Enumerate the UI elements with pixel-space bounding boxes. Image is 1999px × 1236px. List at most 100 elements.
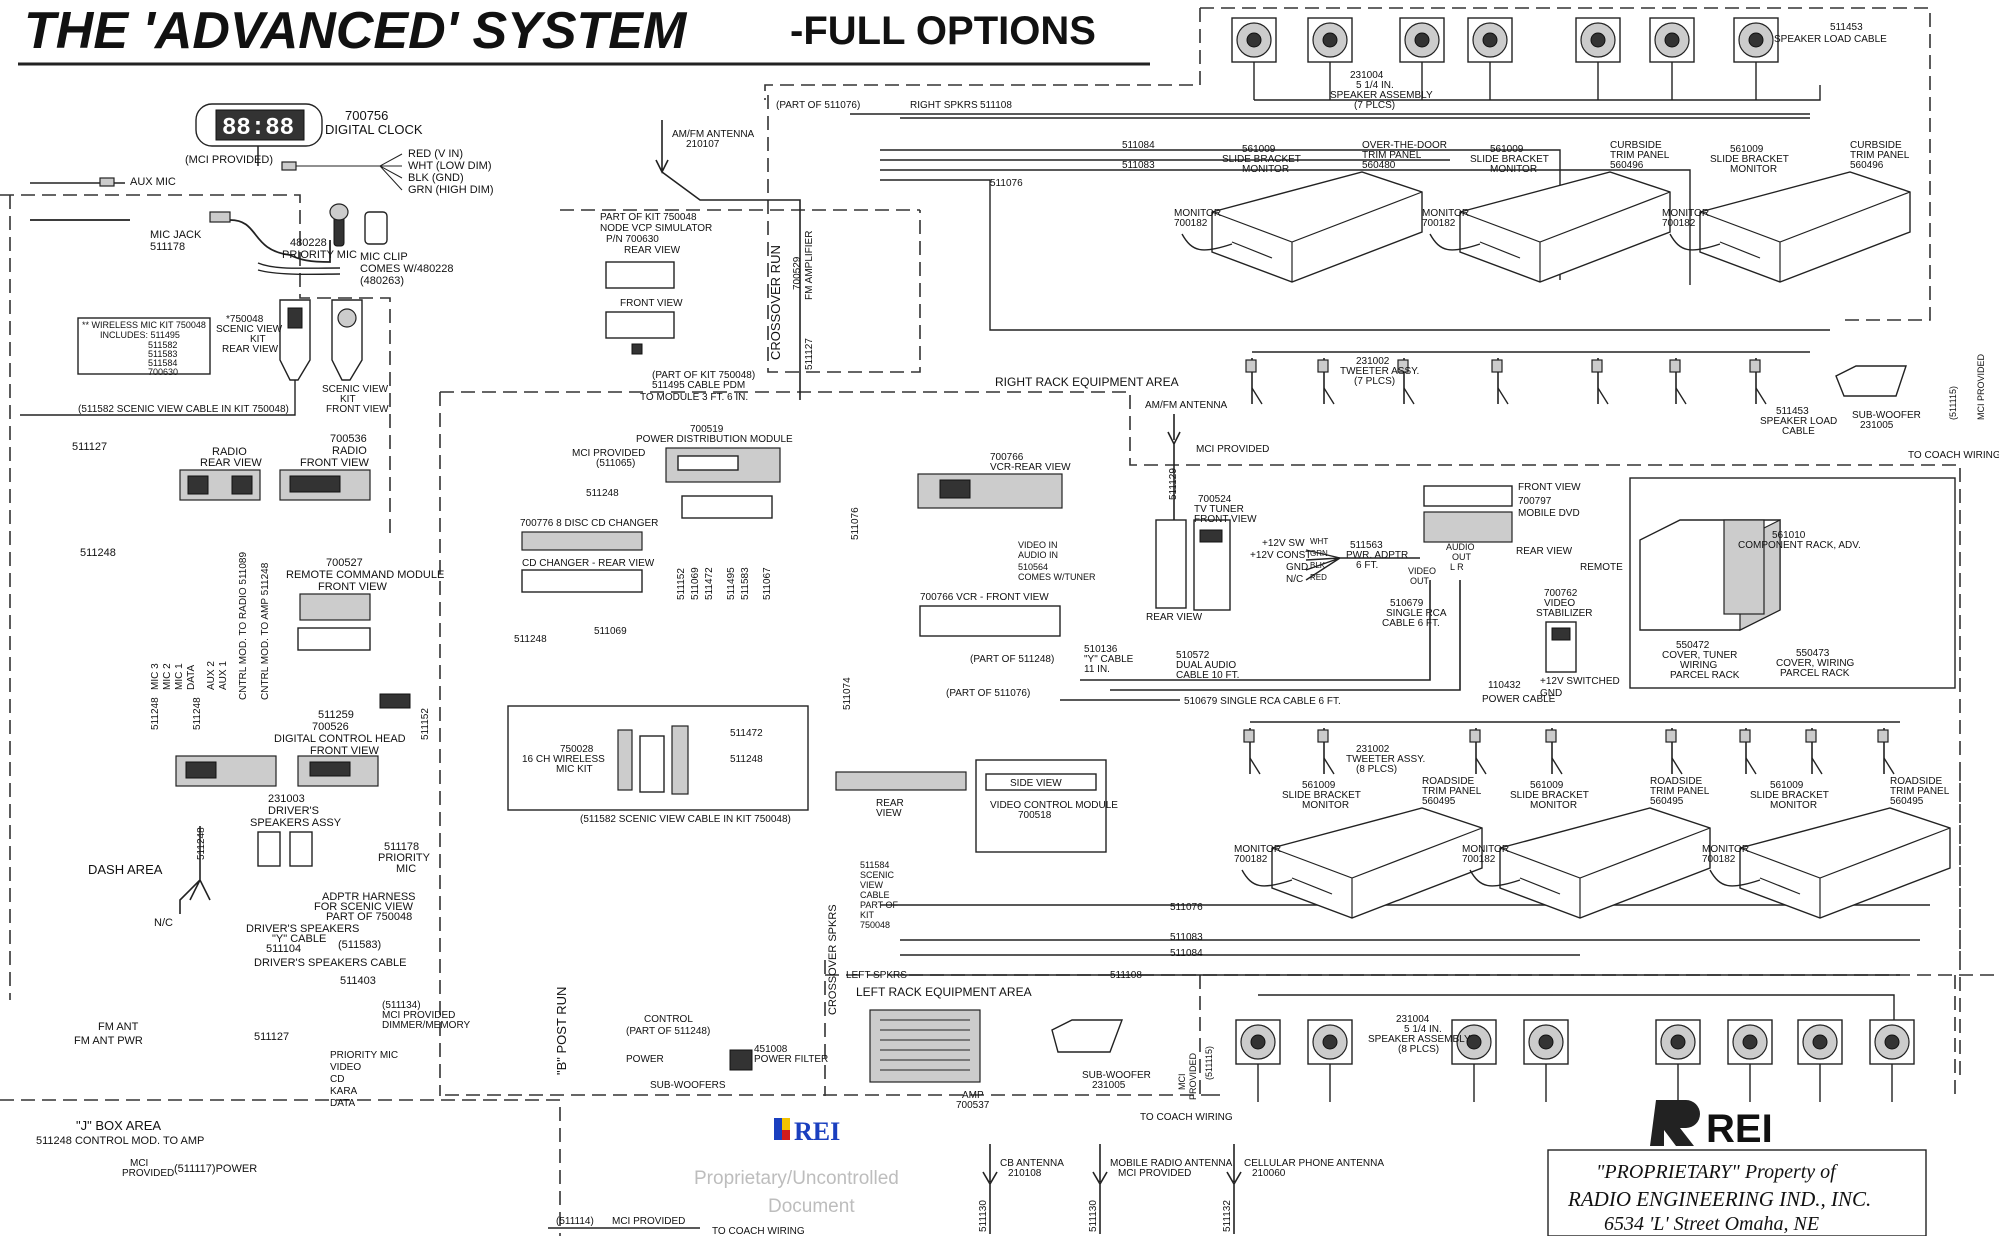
pdm-cable: 511152 <box>676 568 687 600</box>
power-label: POWER <box>626 1054 664 1065</box>
post-run-label: "B" POST RUN <box>554 987 569 1075</box>
speaker-icon <box>1869 1019 1915 1102</box>
coach-wiring: TO COACH WIRING <box>712 1226 805 1236</box>
pm2-part: 511178 <box>384 841 419 853</box>
pdm-cable: 511074 <box>842 677 853 710</box>
cable-label: 511248 <box>196 827 207 860</box>
pdm-cable: 511067 <box>762 567 773 600</box>
cd-rear: CD CHANGER - REAR VIEW <box>522 558 655 569</box>
spk-top-load: 511453 <box>1830 22 1863 33</box>
tweeter-icon <box>1397 358 1415 405</box>
scenic-front-view: FRONT VIEW <box>326 404 389 415</box>
vcm-view: VIEW <box>876 808 902 819</box>
antenna-cable: 511132 <box>1222 1200 1233 1232</box>
panel-name: ROADSIDE <box>1422 776 1475 787</box>
mic-clip-label: MIC CLIP <box>360 251 408 263</box>
mk-part: 750028 <box>560 744 594 755</box>
sub-woofer-right: SUB-WOOFER 231005 (511115) MCI PROVIDED … <box>1835 353 1999 461</box>
cover2-name: COVER, WIRING <box>1776 658 1855 669</box>
jbox-data: DATA <box>330 1098 356 1109</box>
radio-front-part: 700536 <box>330 433 367 445</box>
pdm-cable: 511069 <box>690 567 701 600</box>
bracket-mon: MONITOR <box>1530 800 1577 811</box>
control-part: (PART OF 511248) <box>626 1026 710 1037</box>
coach-cable: (511114) <box>556 1216 594 1227</box>
cover1-part: 550472 <box>1676 640 1710 651</box>
stab-pc-part: 110432 <box>1488 680 1521 691</box>
rca-y11-part: 510136 <box>1084 644 1118 655</box>
mic3-label: MIC 3 <box>150 663 161 690</box>
fm-amp-name: FM AMPLIFIER <box>804 231 815 300</box>
antenna-part: MCI PROVIDED <box>1118 1168 1191 1179</box>
bracket-name: SLIDE BRACKET <box>1470 154 1549 165</box>
cable-label: 511248 <box>192 697 203 730</box>
mic-clip-part: (480263) <box>360 275 404 287</box>
watermark-line1: Proprietary/Uncontrolled <box>694 1168 899 1189</box>
antenna-name: MOBILE RADIO ANTENNA <box>1110 1158 1233 1169</box>
crossover-boundary <box>560 95 921 373</box>
spk-top-qty: (7 PLCS) <box>1354 100 1395 111</box>
monitor-part: 700182 <box>1174 218 1208 229</box>
priority-mic-part: 480228 <box>290 237 327 249</box>
amp-part: 700537 <box>956 1100 990 1111</box>
pwr-const: +12V CONST <box>1250 550 1311 561</box>
vcr-front: 700766 VCR - FRONT VIEW <box>920 592 1049 603</box>
speaker-icon <box>1307 17 1353 100</box>
filter-name: POWER FILTER <box>754 1054 828 1065</box>
pwr-sw: +12V SW <box>1262 538 1305 549</box>
pwr-gnd: GND <box>1286 562 1308 573</box>
crossover-run-label: CROSSOVER RUN <box>768 245 783 360</box>
speaker-icon <box>1307 1019 1353 1102</box>
spk-top-part: 231004 <box>1350 70 1384 81</box>
amfm-part: 210107 <box>686 139 720 150</box>
antenna-part: 210060 <box>1252 1168 1286 1179</box>
cover1-name: COVER, TUNER <box>1662 650 1737 661</box>
pwr-red: RED <box>1310 573 1327 582</box>
vcp-cable: 511495 CABLE PDM <box>652 380 745 391</box>
dch-cable: 511259 <box>318 709 354 721</box>
jbox-area-label: "J" BOX AREA <box>76 1118 161 1133</box>
spk-bot-qty: (8 PLCS) <box>1398 1044 1439 1055</box>
pwr-len: 6 FT. <box>1356 560 1378 571</box>
mic2-label: MIC 2 <box>162 663 173 690</box>
bracket-name: SLIDE BRACKET <box>1282 790 1361 801</box>
rca-dual-len: CABLE 10 FT. <box>1176 670 1239 681</box>
mic-jack-icon <box>209 211 231 223</box>
tweeter-icon <box>1243 728 1261 775</box>
panel-name: CURBSIDE <box>1610 140 1662 151</box>
watermark-line2: Document <box>768 1196 855 1217</box>
sub-label: SUB-WOOFERS <box>650 1080 726 1091</box>
monitor-label: MONITOR <box>1422 208 1469 219</box>
tweeter-icon <box>1245 358 1263 405</box>
diagram-title: THE 'ADVANCED' SYSTEM <box>24 2 688 60</box>
vcr-rear: VCR-REAR VIEW <box>990 462 1071 473</box>
dimmer-mci: MCI PROVIDED <box>382 1010 455 1021</box>
bracket-part: 561009 <box>1530 780 1564 791</box>
left-spkrs-label: LEFT SPKRS <box>846 970 907 981</box>
right-rack-area: RIGHT RACK EQUIPMENT AREA AM/FM ANTENNA … <box>995 375 1269 520</box>
pdm-cables: 511152 511069 511472 511495 511583 51106… <box>676 507 861 710</box>
left-rack-boundary <box>445 960 1999 1096</box>
cable-511083: 511083 <box>1122 160 1155 171</box>
monitor-label: MONITOR <box>1462 844 1509 855</box>
watermark: REI Proprietary/Uncontrolled Document <box>694 1117 899 1217</box>
cable-511076b: 511076 <box>1170 902 1203 913</box>
radio-cable: 511127 <box>72 441 107 453</box>
watermark-logo: REI <box>794 1117 840 1146</box>
tweeter-icon <box>1805 728 1823 775</box>
mic-clip-icon <box>364 211 388 245</box>
monitor-label: MONITOR <box>1662 208 1709 219</box>
radio-rear-label: RADIO <box>212 446 247 458</box>
tw-top-load-part: 511453 <box>1776 406 1809 417</box>
cover2-rack: PARCEL RACK <box>1780 668 1850 679</box>
subl-mci: MCI <box>1177 1074 1187 1091</box>
speaker-area-top-boundary <box>764 7 1931 321</box>
panel-part: 560480 <box>1362 160 1396 171</box>
radio-front-view: FRONT VIEW <box>300 457 369 469</box>
dash-area-label: DASH AREA <box>88 862 163 877</box>
power-adapter: +12V SW +12V CONST GND N/C WHT GRN BLK R… <box>1250 537 1420 585</box>
